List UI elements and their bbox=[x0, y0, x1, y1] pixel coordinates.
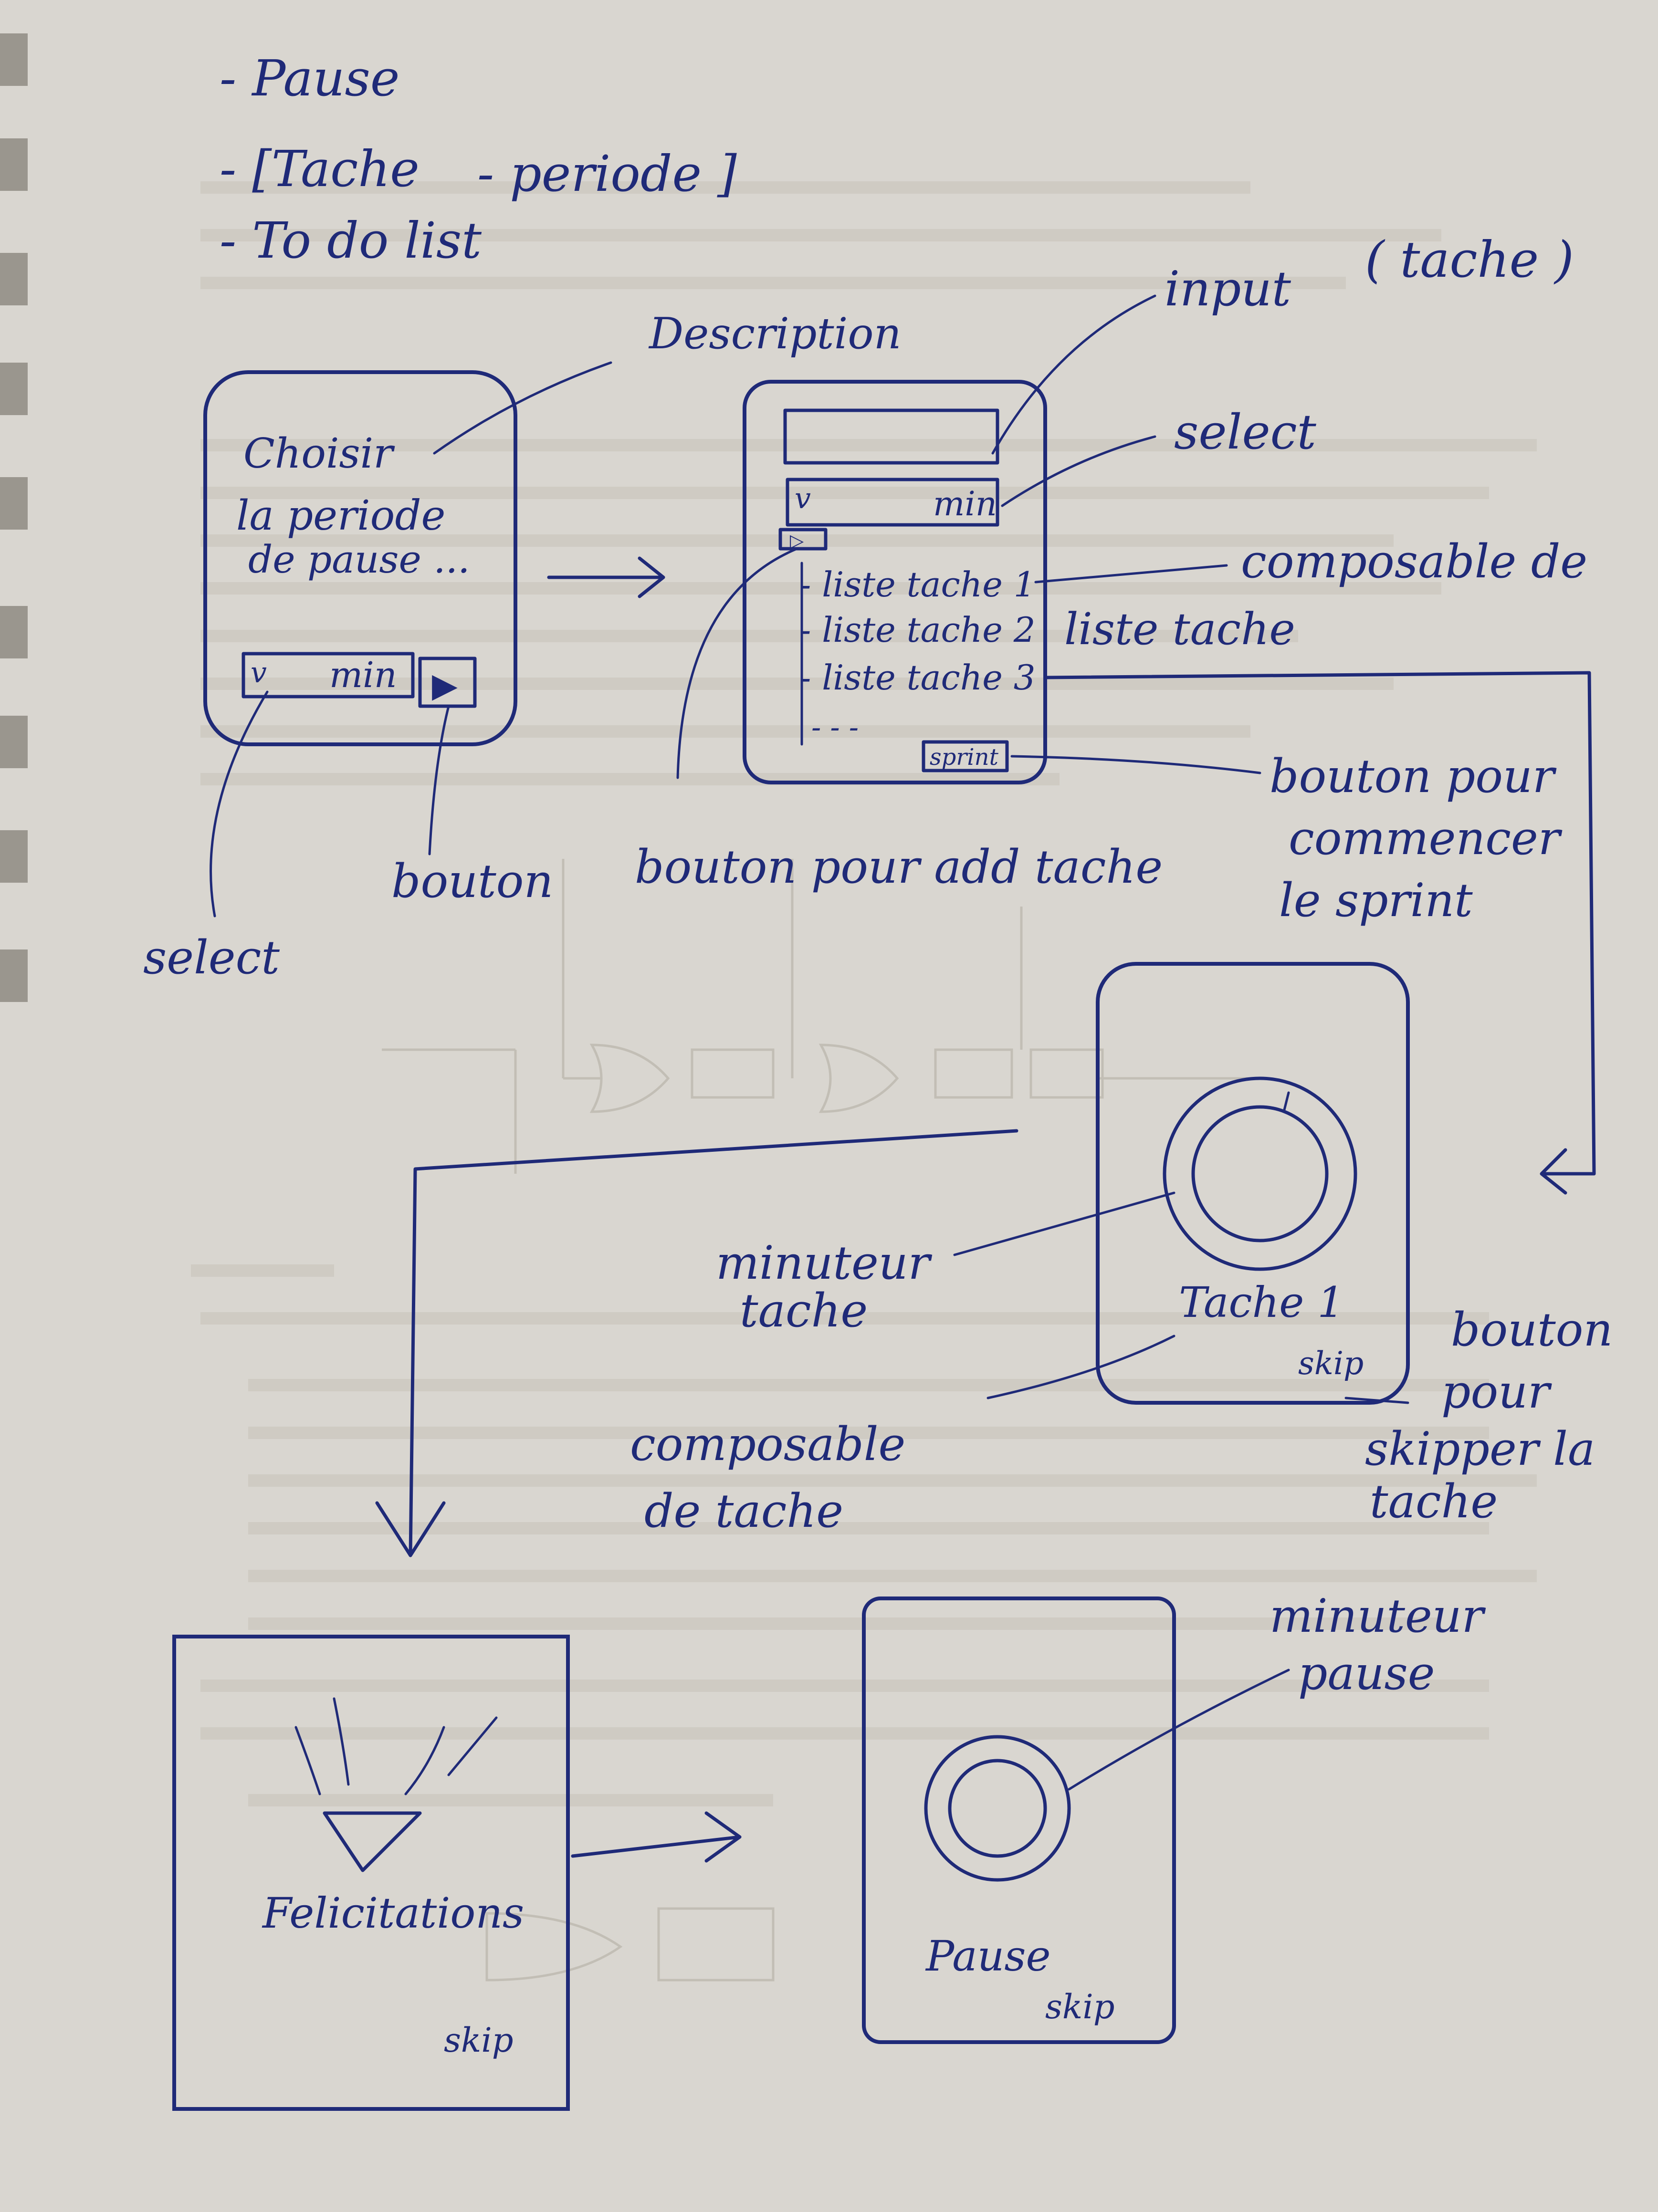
task-timer-inner-ring bbox=[1191, 1105, 1329, 1242]
note-select-top: select bbox=[1174, 404, 1317, 460]
screen-frame bbox=[862, 1596, 1176, 2044]
pause-title: Pause bbox=[925, 1931, 1051, 1981]
task-duration-select[interactable]: v min bbox=[786, 478, 999, 527]
leader-line bbox=[1001, 435, 1156, 507]
flow-arrow-3 bbox=[375, 1129, 1018, 1557]
select-unit-label: min bbox=[329, 655, 397, 696]
task-list-item-2[interactable]: - liste tache 2 bbox=[799, 610, 1036, 650]
start-pause-button[interactable]: ▶ bbox=[418, 657, 477, 708]
task-timer-outer-ring bbox=[1163, 1076, 1357, 1271]
add-task-button[interactable]: ▷ bbox=[778, 528, 828, 551]
note-task-comp-line2: de tache bbox=[644, 1484, 843, 1538]
screen1-text-line1: Choisir bbox=[243, 430, 395, 478]
header-item-periode: - periode ] bbox=[477, 145, 737, 203]
note-select-bottom: select bbox=[143, 931, 280, 984]
task-title: Tache 1 bbox=[1179, 1278, 1344, 1327]
start-sprint-button[interactable]: sprint bbox=[922, 740, 1009, 772]
screen-frame bbox=[1096, 962, 1410, 1405]
screen-frame bbox=[203, 370, 517, 746]
chevron-down-icon: v bbox=[795, 482, 811, 515]
sparkle-icon bbox=[294, 1697, 498, 1795]
skip-task-button[interactable]: skip bbox=[1298, 1345, 1364, 1382]
note-timer-task-line1: minuteur bbox=[716, 1236, 933, 1290]
note-bouton: bouton bbox=[391, 855, 553, 908]
annotations-screen5: minuteur pause bbox=[1068, 1589, 1486, 1791]
leader-line bbox=[1010, 755, 1261, 774]
task-list-item-3[interactable]: - liste tache 3 bbox=[799, 657, 1036, 698]
leader-line bbox=[1068, 1669, 1290, 1791]
show-through-text bbox=[191, 181, 1537, 1806]
screen1-text-line3: de pause ... bbox=[248, 537, 470, 582]
note-skip-line3: skipper la bbox=[1365, 1422, 1595, 1476]
note-sprint-line2: commencer bbox=[1289, 812, 1563, 865]
note-sprint-line3: le sprint bbox=[1279, 874, 1473, 927]
header-list: - Pause - [Tache - periode ] - To do lis… bbox=[220, 49, 737, 270]
note-skip-line2: pour bbox=[1441, 1365, 1552, 1419]
note-composable-line2: liste tache bbox=[1064, 604, 1295, 655]
congrats-title: Felicitations bbox=[262, 1889, 524, 1938]
screen-task-timer: Tache 1 skip bbox=[1096, 962, 1410, 1405]
screen-frame bbox=[172, 1635, 570, 2111]
note-timer-task-line2: tache bbox=[740, 1284, 868, 1337]
screen-task-list: v min ▷ - liste tache 1 - liste tache 2 … bbox=[743, 380, 1047, 784]
timer-hand bbox=[1282, 1091, 1290, 1113]
note-input: input bbox=[1165, 261, 1291, 317]
note-timer-pause-line2: pause bbox=[1298, 1647, 1435, 1700]
header-item-todo: - To do list bbox=[220, 211, 482, 270]
flow-arrow-1 bbox=[547, 556, 665, 598]
screen-congratulations: Felicitations skip bbox=[172, 1635, 570, 2111]
note-timer-pause-line1: minuteur bbox=[1270, 1589, 1486, 1643]
annotations-screen3: minuteur tache composable de tache bouto… bbox=[630, 1191, 1613, 1538]
annotations-top: Description input ( tache ) select compo… bbox=[143, 230, 1587, 984]
leader-line bbox=[991, 294, 1156, 455]
skip-pause-button[interactable]: skip bbox=[1045, 1987, 1115, 2026]
sprint-button-label: sprint bbox=[930, 744, 999, 771]
flow-arrow-4 bbox=[571, 1811, 742, 1863]
screen-choose-pause: Choisir la periode de pause ... v min ▶ bbox=[203, 370, 517, 746]
notebook-binding bbox=[0, 33, 28, 1002]
task-list-more: - - - bbox=[811, 711, 859, 744]
note-sprint-line1: bouton pour bbox=[1270, 750, 1557, 803]
note-description: Description bbox=[648, 309, 902, 359]
screen1-text-line2: la periode bbox=[236, 492, 445, 540]
show-through-circuit bbox=[382, 859, 1260, 1982]
leader-line bbox=[433, 361, 612, 455]
note-add-task: bouton pour add tache bbox=[635, 840, 1163, 894]
note-composable-line1: composable de bbox=[1241, 535, 1587, 588]
pause-timer-inner-ring bbox=[948, 1759, 1047, 1858]
task-list-item-1[interactable]: - liste tache 1 bbox=[799, 564, 1036, 605]
header-item-pause: - Pause bbox=[220, 49, 399, 107]
chevron-down-icon: v bbox=[251, 656, 267, 689]
flow-arrow-2 bbox=[1043, 671, 1596, 1195]
pause-duration-select[interactable]: v min bbox=[241, 652, 415, 699]
header-item-tache: - [Tache bbox=[220, 140, 420, 198]
screen-pause-timer: Pause skip bbox=[862, 1596, 1176, 2044]
pause-timer-outer-ring bbox=[924, 1735, 1071, 1882]
gem-icon bbox=[323, 1811, 422, 1872]
play-icon: ▶ bbox=[432, 666, 458, 705]
leader-line bbox=[1034, 564, 1228, 584]
note-task-comp-line1: composable bbox=[630, 1418, 905, 1471]
leader-line bbox=[428, 705, 450, 856]
task-input[interactable] bbox=[783, 408, 999, 465]
select-unit-label: min bbox=[933, 484, 997, 523]
leader-line bbox=[953, 1191, 1175, 1256]
leader-line bbox=[676, 547, 798, 779]
leader-line bbox=[986, 1335, 1175, 1399]
skip-congrats-button[interactable]: skip bbox=[444, 2021, 514, 2060]
note-skip-line1: bouton bbox=[1451, 1303, 1613, 1356]
note-skip-line4: tache bbox=[1370, 1475, 1498, 1528]
leader-line bbox=[210, 690, 269, 918]
leader-line bbox=[1344, 1397, 1409, 1404]
note-input-tache: ( tache ) bbox=[1365, 230, 1574, 289]
